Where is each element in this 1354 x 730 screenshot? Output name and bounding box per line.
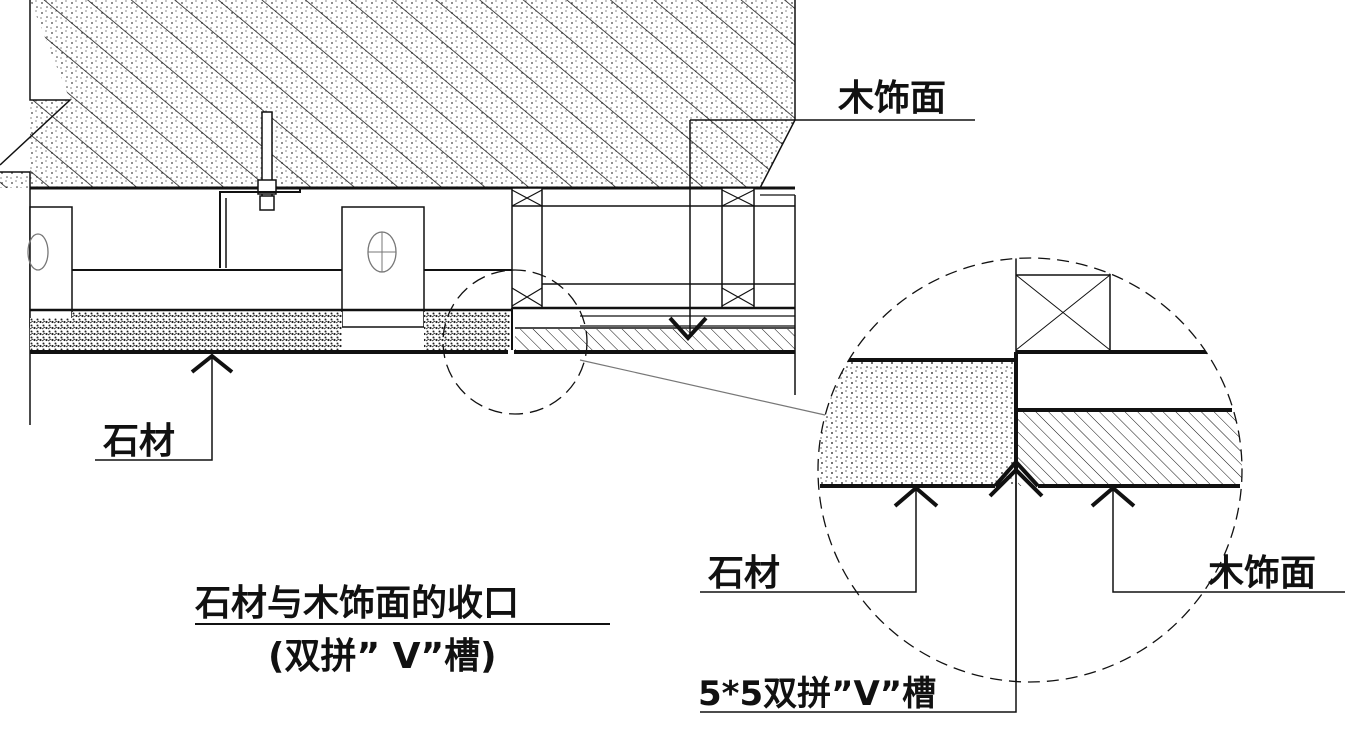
drawing-subtitle: (双拼” V”槽) [268,636,497,677]
anchor-bolt [219,111,301,268]
stone-leader [95,356,213,461]
drawing-title: 石材与木饰面的收口 [195,583,519,624]
label-detail-stone: 石材 [708,553,780,594]
detail-marker-circle [442,269,588,415]
label-stone-left: 石材 [103,421,175,462]
label-wood-top: 木饰面 [838,78,946,119]
concrete-slab [0,0,796,189]
enlarged-detail [700,257,1345,713]
detail-leader [579,359,826,416]
stone-system [27,206,512,354]
wood-system [511,119,975,354]
label-v-groove: 5*5双拼”V”槽 [698,674,936,714]
label-detail-wood: 木饰面 [1208,553,1316,594]
